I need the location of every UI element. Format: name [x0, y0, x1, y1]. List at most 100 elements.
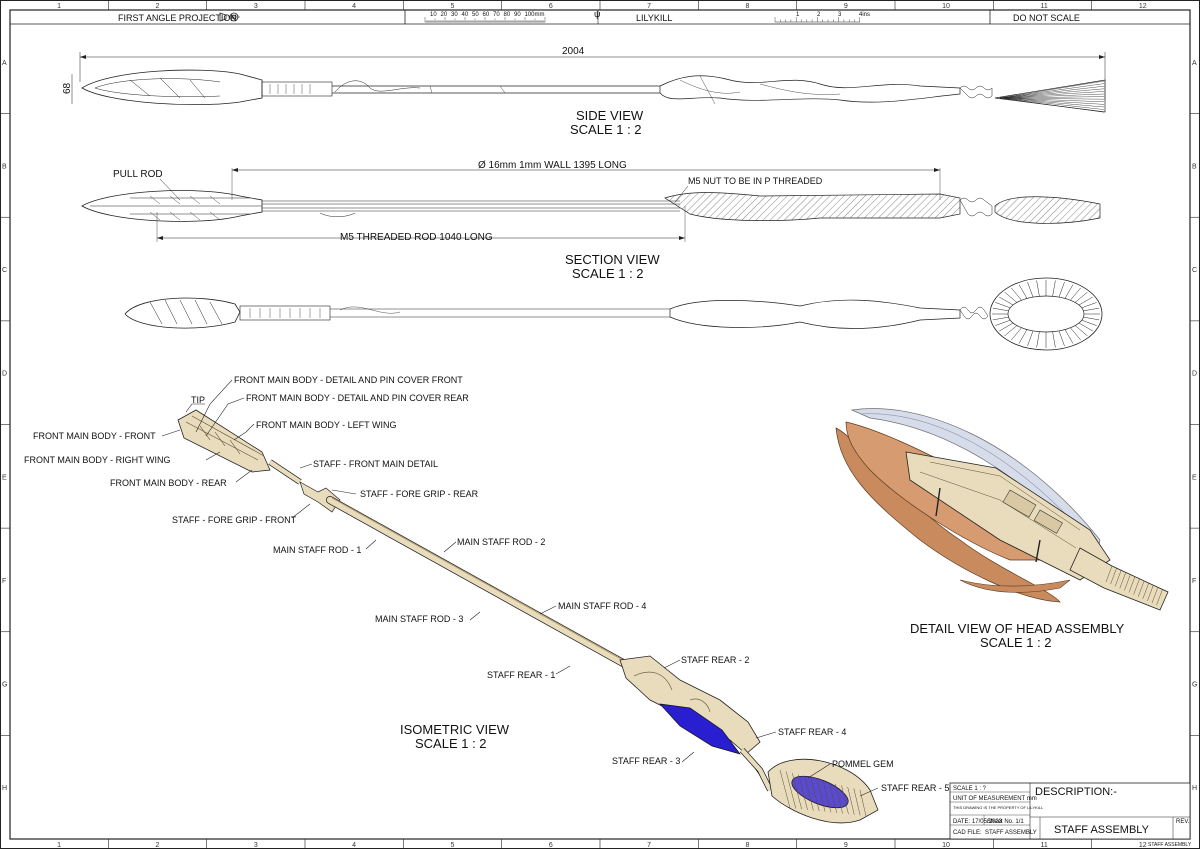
- grid-column-label: 4: [352, 3, 356, 10]
- detail-copper-tail: [959, 579, 1071, 593]
- label-rear-1: STAFF REAR - 1: [487, 670, 555, 680]
- threaded-rod-label: M5 THREADED ROD 1040 LONG: [340, 232, 493, 243]
- iso-rear-gem-blue: [659, 703, 741, 755]
- grid-row-label: G: [1192, 682, 1197, 689]
- pull-rod-label: PULL ROD: [113, 169, 163, 180]
- grid-column-label: 9: [844, 842, 848, 849]
- grid-column-label: 6: [549, 842, 553, 849]
- metric-tick-label: 100mm: [525, 12, 545, 18]
- label-rod-4: MAIN STAFF ROD - 4: [558, 601, 646, 611]
- label-fore-grip-front: STAFF - FORE GRIP - FRONT: [172, 515, 297, 525]
- grid-column-label: 8: [746, 3, 750, 10]
- tb-units: UNIT OF MEASUREMENT mm: [953, 796, 1037, 802]
- grid-row-label: E: [2, 474, 7, 481]
- grid-column-label: 10: [942, 842, 950, 849]
- metric-tick-label: 40: [462, 12, 469, 18]
- grid-column-label: 1: [57, 3, 61, 10]
- label-fore-grip-rear: STAFF - FORE GRIP - REAR: [360, 489, 479, 499]
- grid-row-label: C: [2, 267, 7, 274]
- grid-column-label: 10: [942, 3, 950, 10]
- grid-column-label: 7: [647, 842, 651, 849]
- grid-column-label: 12: [1139, 842, 1147, 849]
- label-pommel-gem: POMMEL GEM: [832, 759, 894, 769]
- label-front-detail-rear: FRONT MAIN BODY - DETAIL AND PIN COVER R…: [246, 393, 469, 403]
- grid-row-label: C: [1192, 267, 1197, 274]
- side-view: 2004 68 SIDE VIEW SCALE 1 : 2: [62, 46, 1106, 137]
- grid-row-label: B: [1192, 163, 1197, 170]
- grid-column-label: 5: [451, 842, 455, 849]
- grid-row-label: D: [1192, 371, 1197, 378]
- label-rear-2: STAFF REAR - 2: [681, 655, 749, 665]
- iso-rear: [619, 655, 761, 755]
- top-pommel-ring: [989, 277, 1103, 351]
- grid-row-label: G: [2, 682, 7, 689]
- label-tip: TIP: [191, 395, 205, 405]
- nut-note-label: M5 NUT TO BE IN P THREADED: [688, 176, 823, 186]
- label-rear-5: STAFF REAR - 5: [881, 783, 949, 793]
- inch-tick-label: 1: [796, 12, 800, 18]
- label-rod-3: MAIN STAFF ROD - 3: [375, 614, 463, 624]
- detail-view-scale: SCALE 1 : 2: [980, 635, 1052, 650]
- title-block: SCALE 1 : ? UNIT OF MEASUREMENT mm THIS …: [949, 782, 1192, 848]
- do-not-scale-note: DO NOT SCALE: [1013, 13, 1080, 23]
- label-rear-4: STAFF REAR - 4: [778, 727, 846, 737]
- metric-tick-label: 90: [514, 12, 521, 18]
- isometric-view: TIP FRONT MAIN BODY - DETAIL AND PIN COV…: [24, 375, 949, 824]
- inch-tick-label: 4ins: [859, 12, 870, 18]
- section-tube: [262, 200, 680, 212]
- grid-column-label: 2: [156, 3, 160, 10]
- grid-column-label: 2: [156, 842, 160, 849]
- inch-tick-label: 3: [838, 12, 842, 18]
- label-staff-front-detail: STAFF - FRONT MAIN DETAIL: [313, 459, 438, 469]
- detail-view: DETAIL VIEW OF HEAD ASSEMBLY SCALE 1 : 2: [835, 408, 1169, 650]
- grid-row-label: D: [2, 371, 7, 378]
- grid-row-label: F: [2, 578, 6, 585]
- label-front-rear: FRONT MAIN BODY - REAR: [110, 478, 227, 488]
- label-front-right-wing: FRONT MAIN BODY - RIGHT WING: [24, 455, 171, 465]
- tb-sheet: Sheet No. 1/1: [987, 819, 1024, 825]
- section-view-title: SECTION VIEW: [565, 252, 660, 267]
- tube-dimension-label: Ø 16mm 1mm WALL 1395 LONG: [478, 160, 627, 171]
- grid-row-label: A: [1192, 60, 1197, 67]
- grid-column-label: 3: [254, 3, 258, 10]
- grid-column-label: 5: [451, 3, 455, 10]
- metric-tick-label: 60: [483, 12, 490, 18]
- tb-cad-file-label: CAD FILE:: [953, 830, 982, 836]
- grid-row-label: H: [1192, 785, 1197, 792]
- inch-tick-label: 2: [817, 12, 821, 18]
- tb-footer-name: STAFF ASSEMBLY: [1148, 842, 1192, 848]
- grid-column-label: 12: [1139, 3, 1147, 10]
- tb-property: THIS DRAWING IS THE PROPERTY OF LILYKILL: [953, 805, 1044, 810]
- section-rear-hatched: [664, 192, 961, 221]
- grid-column-label: 1: [57, 842, 61, 849]
- side-rear-ornament: [659, 75, 961, 103]
- isometric-view-scale: SCALE 1 : 2: [415, 736, 487, 751]
- metric-tick-label: 30: [451, 12, 458, 18]
- iso-head: [177, 409, 271, 473]
- metric-tick-label: 70: [493, 12, 500, 18]
- label-front-left-wing: FRONT MAIN BODY - LEFT WING: [256, 420, 397, 430]
- isometric-view-title: ISOMETRIC VIEW: [400, 722, 510, 737]
- tb-description-label: DESCRIPTION:-: [1035, 786, 1117, 798]
- section-view-scale: SCALE 1 : 2: [572, 266, 644, 281]
- side-view-scale: SCALE 1 : 2: [570, 122, 642, 137]
- grid-column-label: 6: [549, 3, 553, 10]
- label-front-detail-front: FRONT MAIN BODY - DETAIL AND PIN COVER F…: [234, 375, 463, 385]
- metric-tick-label: 50: [472, 12, 479, 18]
- side-staff-rod: [332, 85, 660, 94]
- detail-view-title: DETAIL VIEW OF HEAD ASSEMBLY: [910, 621, 1125, 636]
- grid-row-label: F: [1192, 578, 1196, 585]
- height-dimension: 68: [62, 82, 73, 94]
- grid-column-label: 7: [647, 3, 651, 10]
- label-rod-2: MAIN STAFF ROD - 2: [457, 537, 545, 547]
- tb-date: DATE: 17/05/2023: [953, 819, 1003, 825]
- grid-column-label: 3: [254, 842, 258, 849]
- label-rod-1: MAIN STAFF ROD - 1: [273, 545, 361, 555]
- author-name: LILYKILL: [636, 13, 672, 23]
- overall-length-dimension: 2004: [562, 46, 585, 57]
- label-front-front: FRONT MAIN BODY - FRONT: [33, 431, 156, 441]
